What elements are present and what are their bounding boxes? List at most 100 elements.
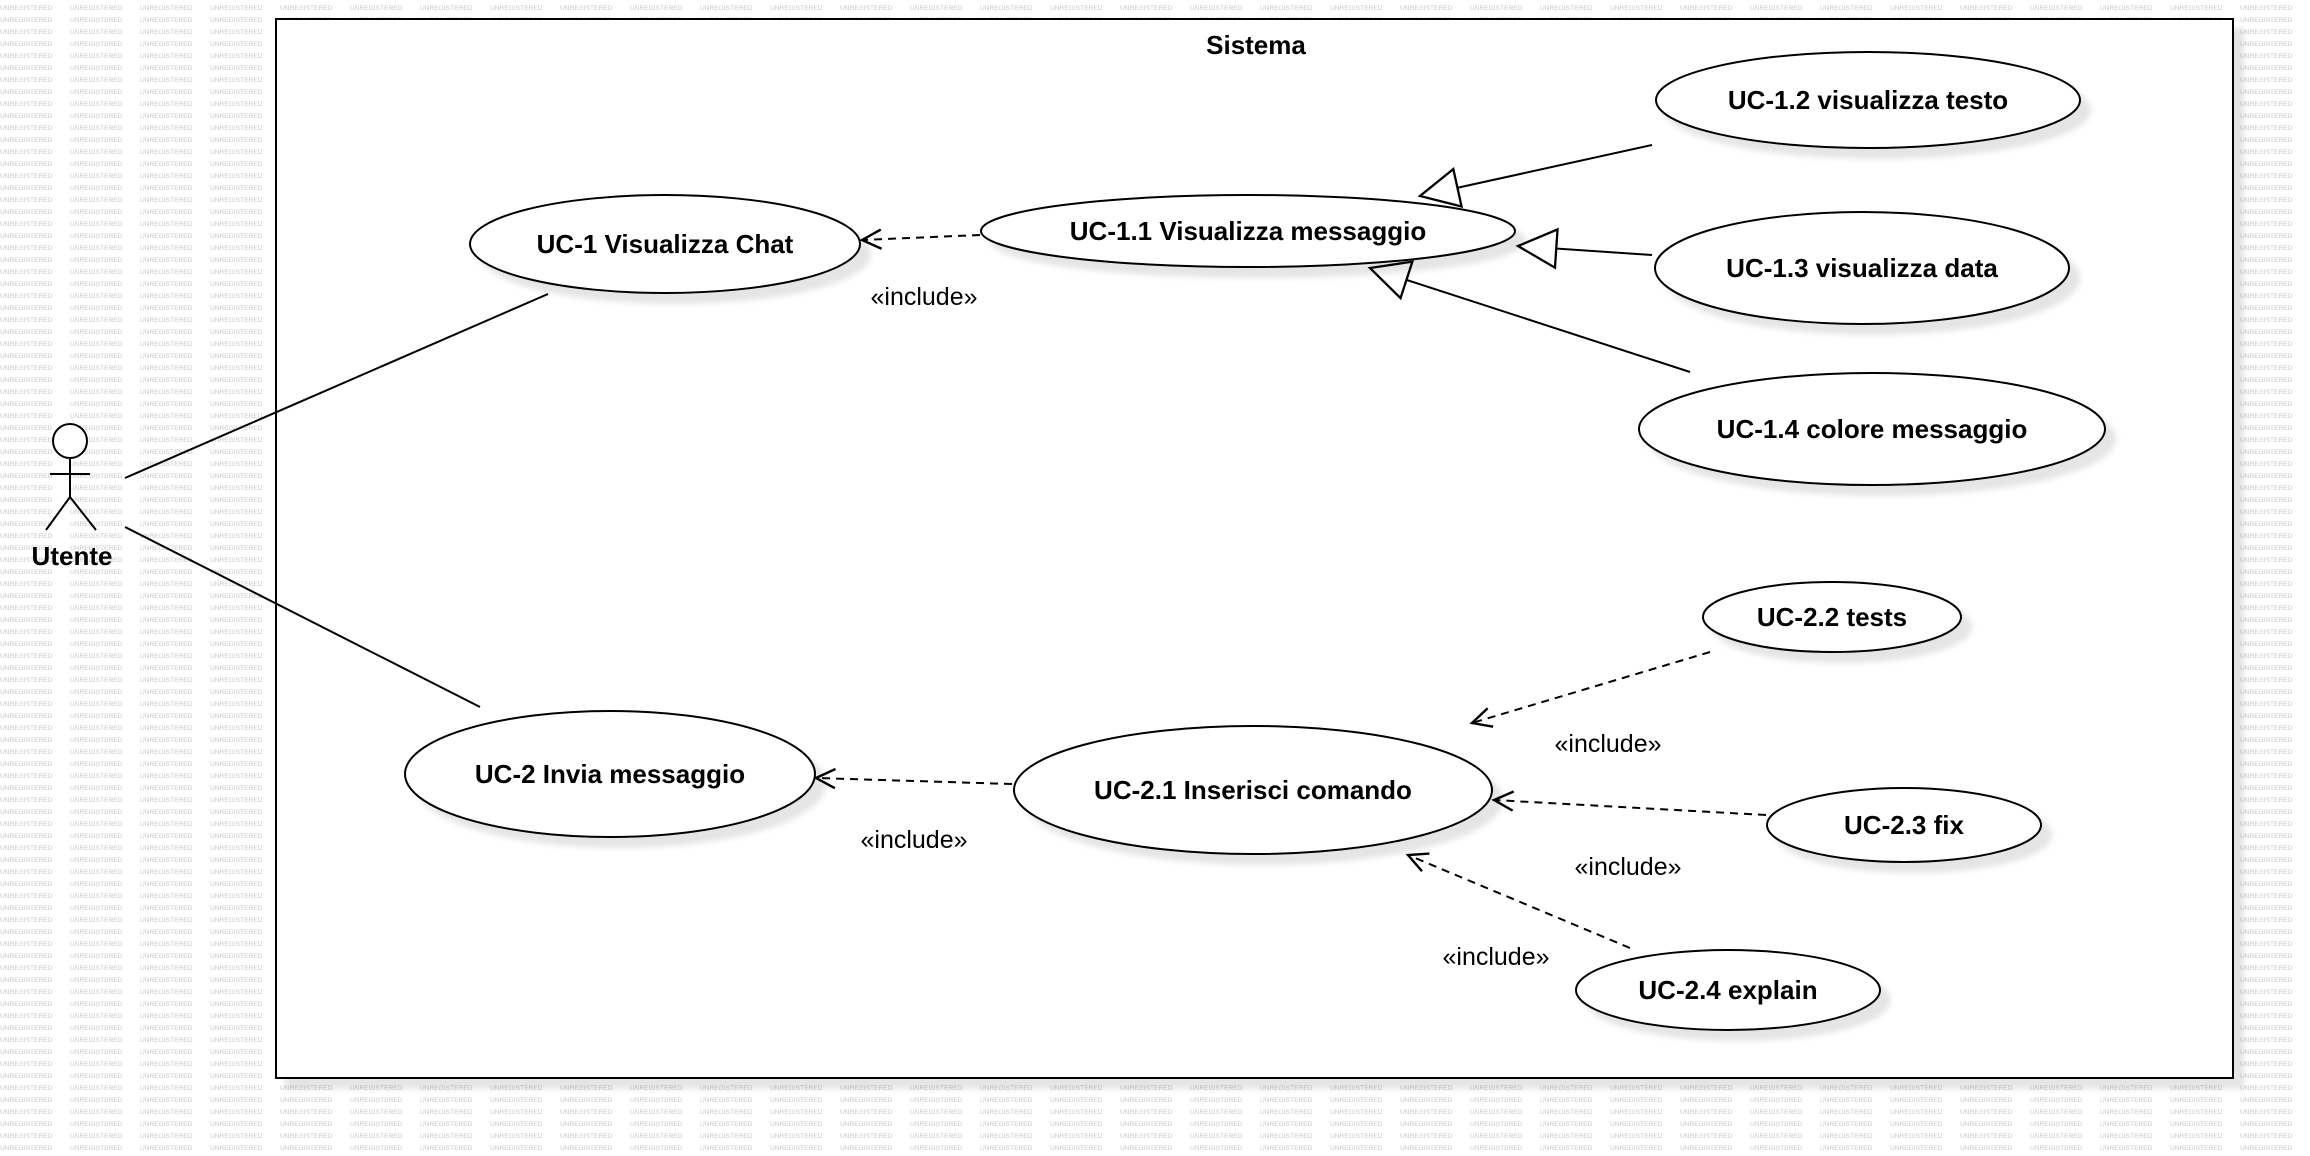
watermark-text: UNREGISTERED xyxy=(2240,725,2293,732)
watermark-text: UNREGISTERED xyxy=(910,1133,963,1140)
watermark-text: UNREGISTERED xyxy=(210,1001,263,1008)
watermark-text: UNREGISTERED xyxy=(210,1121,263,1128)
watermark-text: UNREGISTERED xyxy=(630,1121,683,1128)
generalization-uc1_3-to-uc1_1 xyxy=(1515,227,1653,270)
watermark-text: UNREGISTERED xyxy=(70,1145,123,1152)
watermark-text: UNREGISTERED xyxy=(1400,1109,1453,1116)
watermark-text: UNREGISTERED xyxy=(2240,797,2293,804)
watermark-text: UNREGISTERED xyxy=(140,1109,193,1116)
watermark-text: UNREGISTERED xyxy=(70,1133,123,1140)
use-case-uc2_2[interactable]: UC-2.2 tests xyxy=(1702,581,1962,653)
watermark-text: UNREGISTERED xyxy=(70,677,123,684)
watermark-text: UNREGISTERED xyxy=(0,1109,53,1116)
use-case-uc2_3[interactable]: UC-2.3 fix xyxy=(1766,787,2042,863)
watermark-text: UNREGISTERED xyxy=(1680,1085,1733,1092)
watermark-text: UNREGISTERED xyxy=(2240,437,2293,444)
watermark-text: UNREGISTERED xyxy=(140,701,193,708)
watermark-text: UNREGISTERED xyxy=(2240,857,2293,864)
watermark-text: UNREGISTERED xyxy=(1190,1085,1243,1092)
use-case-uc1_1[interactable]: UC-1.1 Visualizza messaggio xyxy=(980,194,1516,268)
watermark-text: UNREGISTERED xyxy=(210,821,263,828)
watermark-text: UNREGISTERED xyxy=(210,17,263,24)
watermark-text: UNREGISTERED xyxy=(980,1109,1033,1116)
watermark-text: UNREGISTERED xyxy=(490,1121,543,1128)
watermark-text: UNREGISTERED xyxy=(2240,341,2293,348)
watermark-text: UNREGISTERED xyxy=(140,1049,193,1056)
use-case-uc2_4[interactable]: UC-2.4 explain xyxy=(1575,949,1881,1031)
watermark-text: UNREGISTERED xyxy=(2240,785,2293,792)
watermark-text: UNREGISTERED xyxy=(0,1145,53,1152)
watermark-text: UNREGISTERED xyxy=(140,917,193,924)
watermark-text: UNREGISTERED xyxy=(1820,1133,1873,1140)
watermark-text: UNREGISTERED xyxy=(140,425,193,432)
watermark-text: UNREGISTERED xyxy=(70,29,123,36)
watermark-text: UNREGISTERED xyxy=(210,437,263,444)
watermark-text: UNREGISTERED xyxy=(1890,1121,1943,1128)
watermark-text: UNREGISTERED xyxy=(0,953,53,960)
watermark-text: UNREGISTERED xyxy=(210,209,263,216)
use-case-uc1_4[interactable]: UC-1.4 colore messaggio xyxy=(1638,372,2106,486)
watermark-text: UNREGISTERED xyxy=(560,1145,613,1152)
include-uc1_1-to-uc1 xyxy=(862,235,981,240)
watermark-text: UNREGISTERED xyxy=(770,1109,823,1116)
watermark-text: UNREGISTERED xyxy=(2240,461,2293,468)
watermark-text: UNREGISTERED xyxy=(2240,965,2293,972)
use-case-uc2_1[interactable]: UC-2.1 Inserisci comando xyxy=(1013,725,1493,855)
watermark-text: UNREGISTERED xyxy=(210,401,263,408)
watermark-text: UNREGISTERED xyxy=(0,905,53,912)
watermark-text: UNREGISTERED xyxy=(70,1085,123,1092)
use-case-label: UC-1.2 visualizza testo xyxy=(1728,85,2008,115)
watermark-text: UNREGISTERED xyxy=(1050,1085,1103,1092)
watermark-text: UNREGISTERED xyxy=(0,17,53,24)
watermark-text: UNREGISTERED xyxy=(140,461,193,468)
watermark-text: UNREGISTERED xyxy=(840,1097,893,1104)
watermark-text: UNREGISTERED xyxy=(210,857,263,864)
watermark-text: UNREGISTERED xyxy=(210,257,263,264)
watermark-text: UNREGISTERED xyxy=(70,953,123,960)
use-case-uc2[interactable]: UC-2 Invia messaggio xyxy=(404,710,816,838)
watermark-text: UNREGISTERED xyxy=(2240,281,2293,288)
watermark-text: UNREGISTERED xyxy=(0,833,53,840)
watermark-text: UNREGISTERED xyxy=(210,773,263,780)
watermark-text: UNREGISTERED xyxy=(0,689,53,696)
watermark-text: UNREGISTERED xyxy=(840,1145,893,1152)
watermark-text: UNREGISTERED xyxy=(2240,401,2293,408)
watermark-text: UNREGISTERED xyxy=(210,101,263,108)
watermark-text: UNREGISTERED xyxy=(1050,1121,1103,1128)
use-case-uc1[interactable]: UC-1 Visualizza Chat xyxy=(469,194,861,294)
watermark-text: UNREGISTERED xyxy=(2240,593,2293,600)
watermark-text: UNREGISTERED xyxy=(210,749,263,756)
watermark-text: UNREGISTERED xyxy=(140,617,193,624)
watermark-text: UNREGISTERED xyxy=(70,893,123,900)
watermark-text: UNREGISTERED xyxy=(70,725,123,732)
watermark-text: UNREGISTERED xyxy=(70,281,123,288)
watermark-text: UNREGISTERED xyxy=(210,833,263,840)
watermark-text: UNREGISTERED xyxy=(560,1097,613,1104)
watermark-text: UNREGISTERED xyxy=(1050,1109,1103,1116)
watermark-text: UNREGISTERED xyxy=(2240,893,2293,900)
watermark-text: UNREGISTERED xyxy=(1820,1145,1873,1152)
use-case-uc1_3[interactable]: UC-1.3 visualizza data xyxy=(1654,211,2070,325)
watermark-text: UNREGISTERED xyxy=(210,665,263,672)
watermark-text: UNREGISTERED xyxy=(1610,5,1663,12)
watermark-text: UNREGISTERED xyxy=(0,1037,53,1044)
watermark-text: UNREGISTERED xyxy=(1610,1109,1663,1116)
watermark-text: UNREGISTERED xyxy=(0,29,53,36)
watermark-text: UNREGISTERED xyxy=(420,1097,473,1104)
watermark-text: UNREGISTERED xyxy=(1470,1145,1523,1152)
watermark-text: UNREGISTERED xyxy=(2240,221,2293,228)
watermark-text: UNREGISTERED xyxy=(70,1037,123,1044)
use-case-uc1_2[interactable]: UC-1.2 visualizza testo xyxy=(1655,51,2081,149)
watermark-text: UNREGISTERED xyxy=(1960,1097,2013,1104)
watermark-text: UNREGISTERED xyxy=(140,1025,193,1032)
watermark-text: UNREGISTERED xyxy=(1190,1145,1243,1152)
watermark-text: UNREGISTERED xyxy=(1820,5,1873,12)
watermark-text: UNREGISTERED xyxy=(2240,1061,2293,1068)
watermark-text: UNREGISTERED xyxy=(210,797,263,804)
watermark-text: UNREGISTERED xyxy=(210,593,263,600)
watermark-text: UNREGISTERED xyxy=(140,449,193,456)
watermark-text: UNREGISTERED xyxy=(2240,197,2293,204)
watermark-text: UNREGISTERED xyxy=(2240,869,2293,876)
actor-utente[interactable]: Utente xyxy=(32,423,113,571)
watermark-text: UNREGISTERED xyxy=(280,1145,333,1152)
